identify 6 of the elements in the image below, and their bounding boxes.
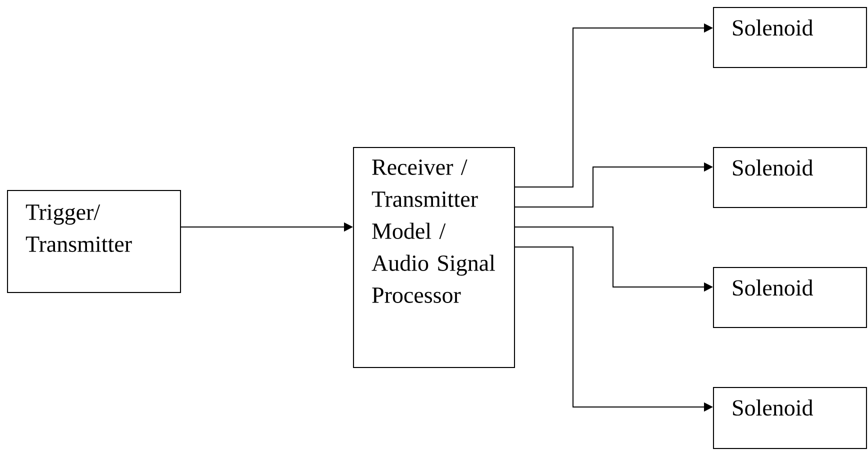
transmitter-box: Trigger/ Transmitter: [7, 190, 181, 293]
solenoid-box: Solenoid: [713, 267, 867, 328]
solenoid-box: Solenoid: [713, 147, 867, 208]
processor-box: Receiver / Transmitter Model / Audio Signal Processor: [353, 147, 515, 368]
solenoid-box: Solenoid: [713, 7, 867, 68]
solenoid-box: Solenoid: [713, 387, 867, 449]
